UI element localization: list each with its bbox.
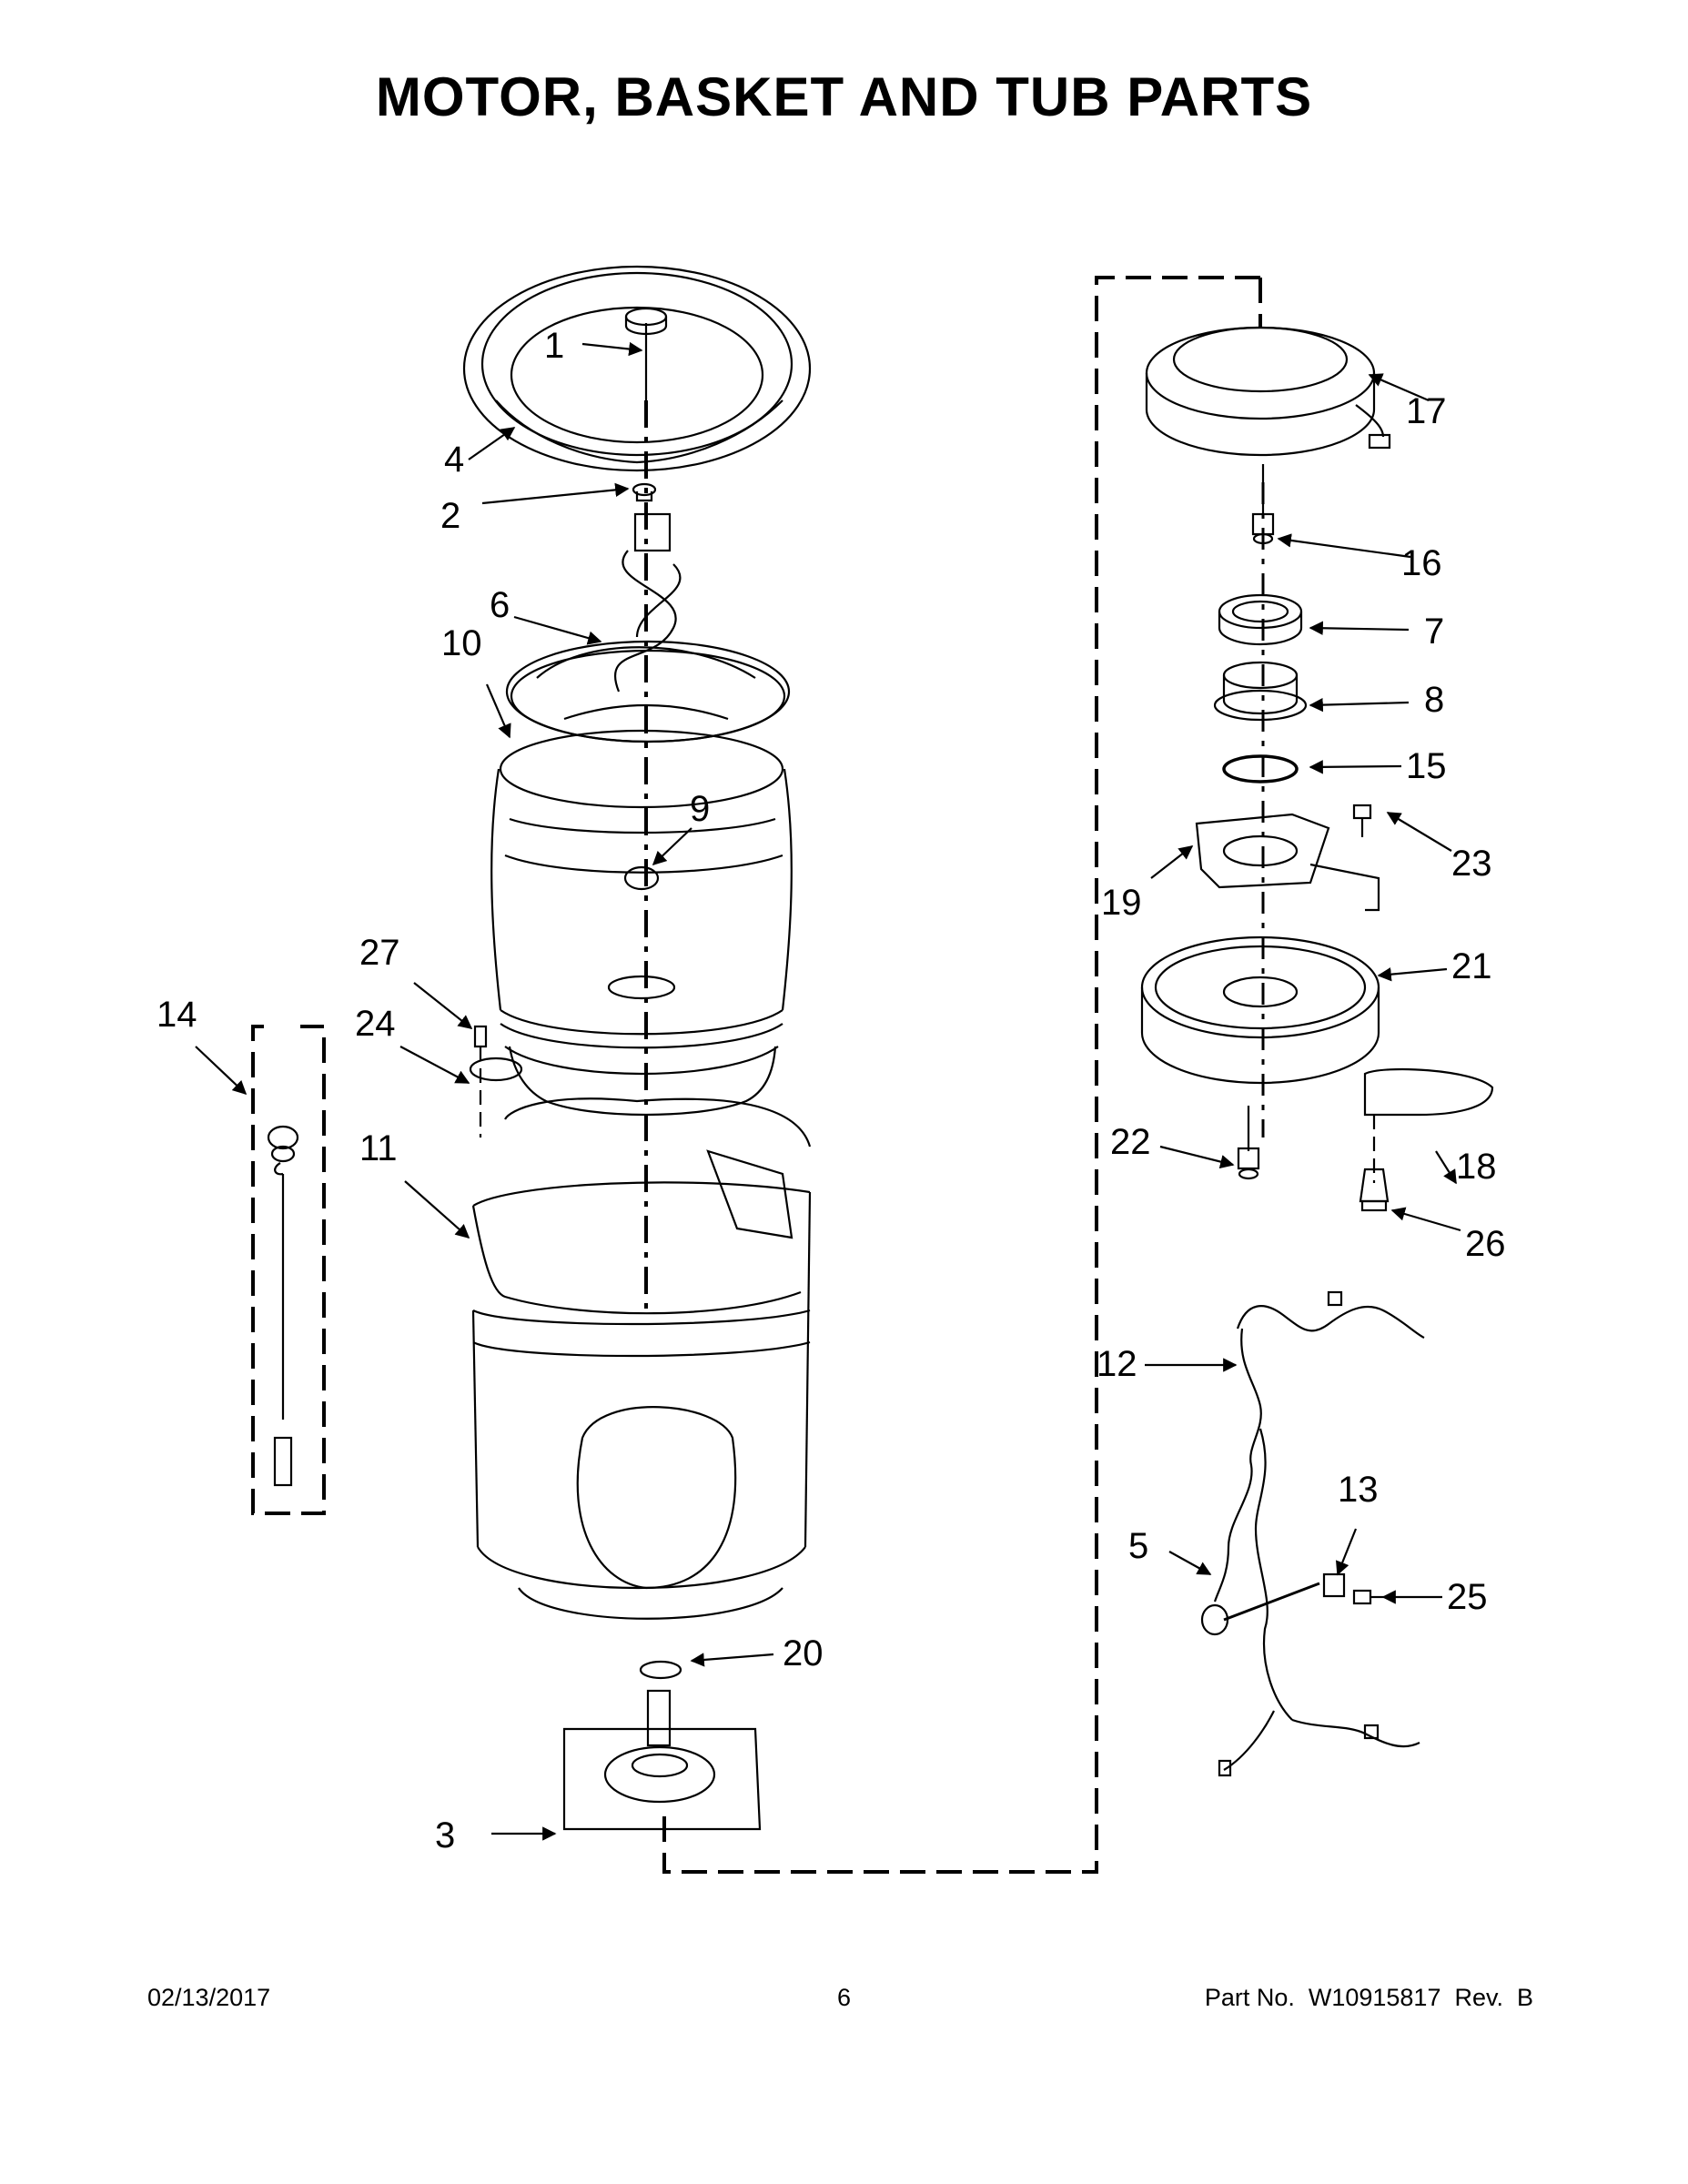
callout-12: 12 xyxy=(1097,1344,1137,1384)
callout-22: 22 xyxy=(1110,1122,1151,1162)
callout-18: 18 xyxy=(1456,1147,1497,1187)
callout-16: 16 xyxy=(1401,543,1442,583)
callout-21: 21 xyxy=(1451,946,1492,986)
leader-arrow xyxy=(1377,967,1448,982)
leader-arrow xyxy=(1159,1145,1235,1169)
bolt-part-22 xyxy=(1237,1106,1260,1180)
callout-26: 26 xyxy=(1465,1224,1506,1264)
page-title: MOTOR, BASKET AND TUB PARTS xyxy=(375,66,1313,127)
motor-group-dashed-frame xyxy=(662,276,1260,1874)
leader-arrow xyxy=(513,615,602,645)
agitator-part xyxy=(505,512,791,743)
bolt-part-16 xyxy=(1251,464,1275,545)
leader-arrow xyxy=(1386,812,1452,852)
pressure-hose-dashed-box xyxy=(251,1025,326,1515)
callout-6: 6 xyxy=(490,585,510,625)
callout-1: 1 xyxy=(544,326,564,366)
bolt-part xyxy=(632,482,657,502)
leader-arrow xyxy=(1435,1150,1457,1185)
leader-arrow xyxy=(652,827,692,866)
callout-11: 11 xyxy=(359,1128,398,1168)
bracket-part-19 xyxy=(1195,813,1380,912)
leader-arrow xyxy=(195,1046,248,1096)
callout-19: 19 xyxy=(1101,883,1142,923)
leader-arrow xyxy=(1390,1207,1461,1232)
leader-arrow xyxy=(1277,533,1411,559)
callout-27: 27 xyxy=(359,933,400,973)
callout-3: 3 xyxy=(435,1815,455,1855)
leader-arrow xyxy=(468,427,516,460)
outer-tub-part xyxy=(471,1097,812,1620)
callout-13: 13 xyxy=(1338,1470,1379,1510)
callout-4: 4 xyxy=(444,440,464,480)
leader-arrow xyxy=(399,1046,470,1084)
leader-arrow xyxy=(690,1653,774,1667)
callout-15: 15 xyxy=(1406,746,1447,786)
callout-17: 17 xyxy=(1406,391,1447,431)
leader-arrow xyxy=(1335,1528,1358,1576)
callout-25: 25 xyxy=(1447,1577,1488,1617)
leader-arrow xyxy=(1309,697,1410,713)
wire-harness-part xyxy=(1200,1290,1425,1777)
callout-9: 9 xyxy=(690,789,710,829)
rotor-hub-part-8 xyxy=(1213,661,1308,722)
footer-part-number: Part No. W10915817 Rev. B xyxy=(1204,1984,1533,2011)
callout-20: 20 xyxy=(783,1633,824,1673)
rotor-part-21 xyxy=(1140,935,1380,1085)
callout-5: 5 xyxy=(1128,1526,1148,1566)
tub-ring-part xyxy=(462,265,812,472)
screw-part-25 xyxy=(1352,1589,1383,1605)
callout-7: 7 xyxy=(1424,612,1444,652)
leader-arrow xyxy=(404,1180,470,1239)
mounting-plate-part xyxy=(562,1689,762,1831)
leader-arrow xyxy=(1168,1551,1212,1575)
bearing-part-7 xyxy=(1218,593,1303,646)
leader-arrow xyxy=(581,341,643,357)
callout-10: 10 xyxy=(441,623,482,663)
leader-arrow xyxy=(485,683,511,739)
leader-arrow xyxy=(1309,760,1402,774)
screw-part-26 xyxy=(1359,1168,1390,1212)
screw-part-23 xyxy=(1352,804,1372,837)
washer-part-20 xyxy=(639,1660,682,1680)
leader-arrow xyxy=(481,482,630,505)
cap-part xyxy=(624,307,668,336)
callout-14: 14 xyxy=(157,995,197,1035)
shield-part-18 xyxy=(1363,1067,1494,1183)
leader-arrow xyxy=(1150,845,1194,879)
callout-23: 23 xyxy=(1451,844,1492,884)
pressure-hose-part xyxy=(267,1125,299,1487)
stator-part xyxy=(1145,326,1391,457)
leader-arrow xyxy=(413,982,473,1029)
leader-arrow xyxy=(1309,621,1410,635)
ring-part-15 xyxy=(1222,754,1299,784)
leader-arrow xyxy=(1368,373,1430,402)
callout-labels: 1 2 3 4 5 6 7 8 9 10 11 12 13 14 15 16 1… xyxy=(157,326,1506,1855)
footer-page-number: 6 xyxy=(836,1984,852,2011)
wash-basket-part xyxy=(490,729,793,1117)
screw-part-27 xyxy=(473,1025,488,1138)
footer-date: 02/13/2017 xyxy=(147,1984,271,2011)
seal-part-24 xyxy=(469,1057,523,1082)
callout-2: 2 xyxy=(440,496,460,536)
callout-24: 24 xyxy=(355,1004,396,1044)
callout-8: 8 xyxy=(1424,680,1444,720)
